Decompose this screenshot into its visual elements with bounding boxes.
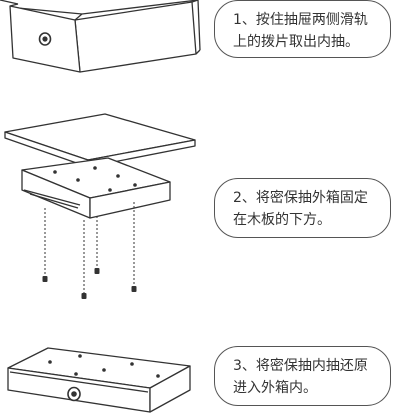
box-holes — [48, 354, 160, 378]
drawer-removal-illustration — [0, 0, 201, 73]
step-2: 2、将密保抽外箱固定 在木板的下方。 — [0, 110, 400, 300]
step-2-instruction: 2、将密保抽外箱固定 在木板的下方。 — [214, 178, 391, 238]
step-1-line-2: 上的拨片取出内抽。 — [233, 34, 359, 50]
step-3-line-2: 进入外箱内。 — [233, 380, 317, 396]
outer-box-mounting-illustration — [4, 113, 196, 299]
step-2-line-1: 2、将密保抽外箱固定 — [233, 190, 368, 206]
step-1-instruction: 1、按住抽屉两侧滑轨 上的拨片取出内抽。 — [214, 0, 391, 58]
step-3: 3、将密保抽内抽还原 进入外箱内。 — [0, 338, 400, 417]
step-3-line-1: 3、将密保抽内抽还原 — [233, 358, 368, 374]
step-3-instruction: 3、将密保抽内抽还原 进入外箱内。 — [214, 346, 391, 406]
wood-board — [4, 113, 196, 161]
lock-icon — [67, 386, 81, 402]
step-1-line-1: 1、按住抽屉两侧滑轨 — [233, 12, 368, 28]
lock-icon — [38, 32, 52, 46]
drawer-reinsert-illustration — [7, 347, 191, 413]
step-2-line-2: 在木板的下方。 — [233, 212, 331, 228]
mounting-holes — [53, 166, 137, 192]
screw-icons — [42, 268, 137, 299]
step-1: 1、按住抽屉两侧滑轨 上的拨片取出内抽。 — [0, 0, 400, 80]
